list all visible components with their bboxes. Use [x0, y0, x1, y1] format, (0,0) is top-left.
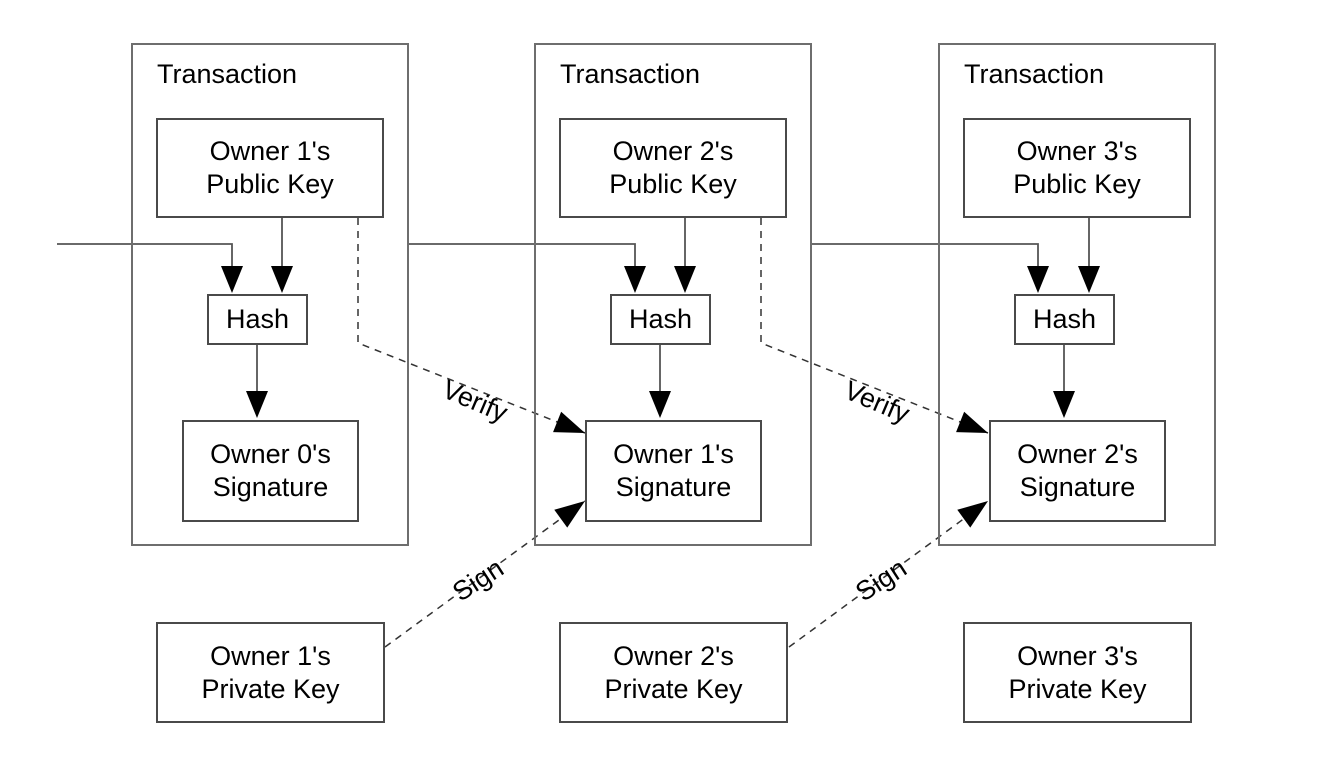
verify-label: Verify [840, 374, 914, 430]
transaction-box: Transaction [938, 43, 1216, 546]
hash-box: Hash [1014, 294, 1115, 345]
verify-label: Verify [438, 373, 512, 429]
hash-label: Hash [225, 304, 290, 334]
signature-label: Owner 1's [613, 439, 734, 469]
signature-label: Signature [1019, 472, 1136, 502]
private-key-label: Private Key [201, 673, 340, 704]
transaction-title: Transaction [964, 59, 1105, 89]
public-key-box: Owner 3's Public Key [963, 118, 1191, 218]
hash-label: Hash [1032, 304, 1097, 334]
signature-label: Signature [212, 472, 329, 502]
transaction-box: Transaction [534, 43, 812, 546]
private-key-label: Owner 1's [210, 640, 331, 671]
public-key-label: Public Key [206, 169, 334, 199]
signature-label: Owner 0's [210, 439, 331, 469]
private-key-label: Private Key [604, 673, 743, 704]
public-key-label: Owner 1's [209, 136, 331, 166]
signature-box: Owner 1's Signature [585, 420, 762, 522]
private-key-box: Owner 3's Private Key [963, 622, 1192, 723]
signature-box: Owner 2's Signature [989, 420, 1166, 522]
transaction-box: Transaction [131, 43, 409, 546]
signature-label: Signature [615, 472, 732, 502]
private-key-box: Owner 1's Private Key [156, 622, 385, 723]
sign-label: Sign [447, 552, 509, 608]
hash-box: Hash [610, 294, 711, 345]
public-key-label: Public Key [609, 169, 737, 199]
private-key-label: Owner 2's [613, 640, 734, 671]
private-key-label: Owner 3's [1017, 640, 1138, 671]
public-key-label: Public Key [1013, 169, 1141, 199]
hash-box: Hash [207, 294, 308, 345]
public-key-box: Owner 1's Public Key [156, 118, 384, 218]
public-key-box: Owner 2's Public Key [559, 118, 787, 218]
sign-label: Sign [850, 552, 912, 608]
transaction-title: Transaction [157, 59, 298, 89]
private-key-label: Private Key [1008, 673, 1147, 704]
public-key-label: Owner 3's [1016, 136, 1138, 166]
hash-label: Hash [628, 304, 693, 334]
signature-box: Owner 0's Signature [182, 420, 359, 522]
transaction-title: Transaction [560, 59, 701, 89]
signature-label: Owner 2's [1017, 439, 1138, 469]
public-key-label: Owner 2's [612, 136, 734, 166]
private-key-box: Owner 2's Private Key [559, 622, 788, 723]
